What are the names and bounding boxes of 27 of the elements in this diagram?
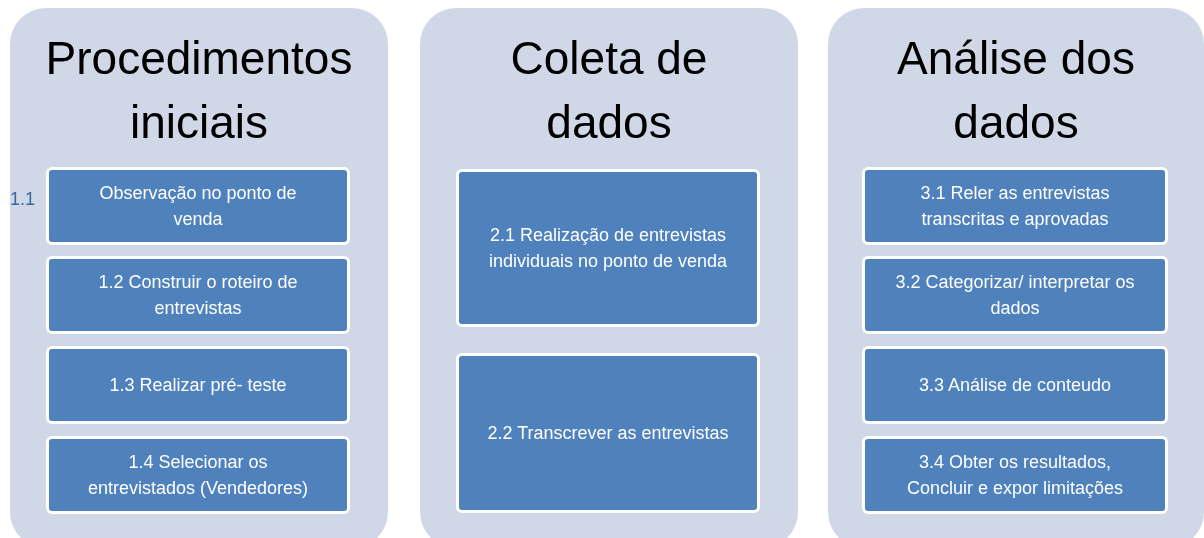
stage-panel [10, 8, 388, 538]
stage-heading: Procedimentos iniciais [44, 31, 354, 150]
step-text: 3.2 Categorizar/ interpretar os dados [894, 271, 1136, 320]
step-box [456, 353, 760, 513]
step-box [862, 256, 1168, 334]
step-box [862, 346, 1168, 424]
step-text: 3.4 Obter os resultados, Concluir e expor limitações [905, 451, 1125, 500]
step-text: 2.2 Transcrever as entrevistas [487, 422, 729, 445]
step-box [46, 436, 350, 514]
step-text: 3.3 Análise de conteudo [918, 374, 1112, 397]
stage-heading: Análise dos dados [896, 31, 1136, 150]
step-box [862, 167, 1168, 245]
step-box [46, 256, 350, 334]
step-box [46, 167, 350, 245]
stage-heading: Coleta de dados [509, 31, 709, 150]
stage-panel [828, 8, 1204, 538]
step-text: 1.2 Construir o roteiro de entrevistas [97, 271, 299, 320]
step-text: Observação no ponto de venda [98, 182, 298, 231]
step-text: 3.1 Reler as entrevistas transcritas e aprovadas [919, 182, 1111, 231]
step-box [46, 346, 350, 424]
step-text: 2.1 Realização de entrevistas individuais no ponto de venda [487, 224, 729, 273]
step-box [862, 436, 1168, 514]
step-box [456, 169, 760, 327]
step-number: 1.1 [10, 189, 36, 210]
stage-panel [420, 8, 798, 538]
step-text: 1.4 Selecionar os entrevistados (Vendedores) [86, 451, 310, 500]
step-text: 1.3 Realizar pré- teste [109, 374, 287, 397]
